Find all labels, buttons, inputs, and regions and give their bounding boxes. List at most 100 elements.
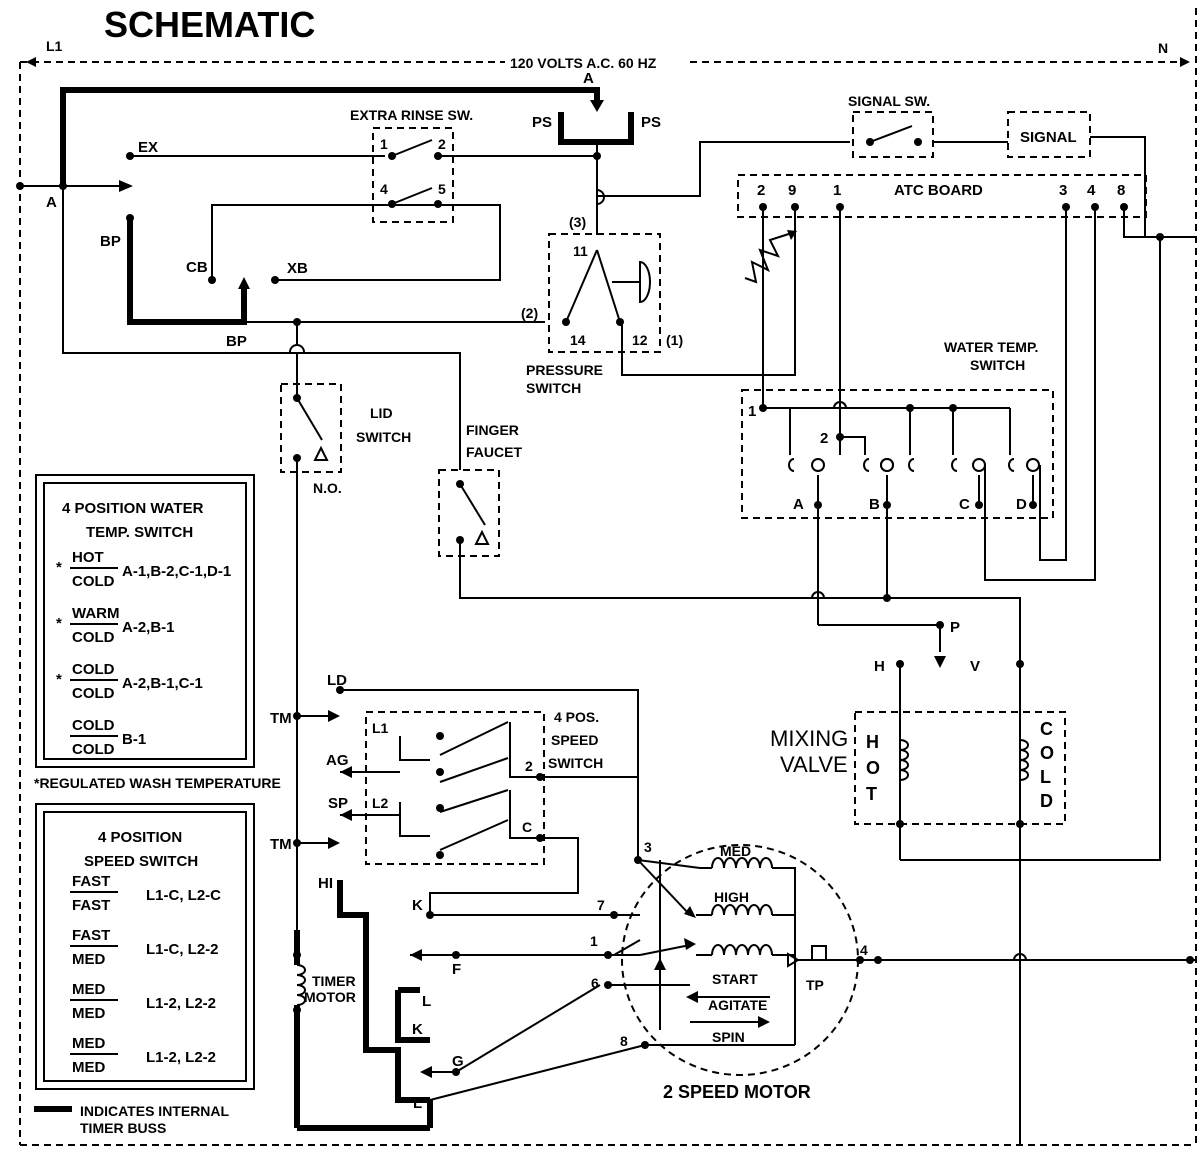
atc-t3: 3 — [1059, 182, 1067, 199]
timer-motor-winding — [296, 964, 306, 1006]
speed-row-top: MED — [72, 1035, 106, 1052]
cold-letter: L — [1040, 767, 1051, 787]
speed-row-top: FAST — [72, 927, 110, 944]
extra-rinse-t5: 5 — [438, 181, 446, 197]
signal-label: SIGNAL — [1020, 129, 1077, 146]
temp-row-bottom: COLD — [72, 629, 115, 646]
speed-table-title-2: SPEED SWITCH — [84, 853, 198, 870]
motor-label: 2 SPEED MOTOR — [663, 1082, 811, 1102]
hi-label: HI — [318, 875, 333, 892]
temp-table-title-2: TEMP. SWITCH — [86, 524, 193, 541]
hot-valve-coil — [899, 739, 909, 781]
a-top-label: A — [583, 70, 594, 87]
temp-table-title-1: 4 POSITION WATER — [62, 500, 204, 517]
motor-windings — [696, 857, 795, 956]
temp-contact-ring — [880, 458, 894, 472]
temp-row-bottom: COLD — [72, 741, 115, 758]
speed-switch-table — [35, 803, 255, 1090]
l-b-label: L — [413, 1095, 422, 1112]
water-temp-t2: 2 — [820, 430, 828, 447]
speed-c: C — [522, 819, 532, 835]
tm2-label: TM — [270, 836, 292, 853]
temp-row-value: A-2,B-1,C-1 — [122, 675, 203, 692]
hot-letter: O — [866, 758, 880, 778]
temp-contact-half — [788, 458, 795, 472]
temp-row-top: HOT — [72, 549, 104, 566]
motor-agitate: AGITATE — [708, 997, 767, 1013]
speed-label-1: 4 POS. — [554, 709, 599, 725]
speed-l1: L1 — [372, 720, 389, 736]
speed-switch — [365, 711, 638, 915]
temp-row-value: B-1 — [122, 731, 146, 748]
temp-row-mark: * — [56, 671, 62, 688]
water-temp-label-2: SWITCH — [970, 357, 1025, 373]
water-temp-a: A — [793, 496, 804, 513]
l1-label: L1 — [46, 38, 63, 54]
extra-rinse-t1: 1 — [380, 136, 388, 152]
pressure-t11: 11 — [573, 243, 588, 259]
speed-row-value: L1-2, L2-2 — [146, 995, 216, 1012]
lid-switch — [280, 322, 342, 473]
temp-table-footnote: *REGULATED WASH TEMPERATURE — [34, 775, 281, 791]
ex-label: EX — [138, 139, 158, 156]
speed-label-3: SWITCH — [548, 755, 603, 771]
pressure-label-2: SWITCH — [526, 380, 581, 396]
temp-switch-table — [35, 474, 255, 768]
pressure-label-1: PRESSURE — [526, 362, 603, 378]
water-temp-d: D — [1016, 496, 1027, 513]
bp-bottom-label: BP — [226, 333, 247, 350]
speed-row-bottom: FAST — [72, 897, 110, 914]
pressure-n2: (2) — [521, 305, 538, 321]
water-temp-t1: 1 — [748, 403, 756, 420]
hot-letters: HOT — [866, 732, 880, 804]
atc-board-label: ATC BOARD — [894, 182, 983, 199]
tm1-label: TM — [270, 710, 292, 727]
temp-contact-ring — [972, 458, 986, 472]
speed-table-title-1: 4 POSITION — [98, 829, 182, 846]
temp-contact-ring — [1026, 458, 1040, 472]
a-left-label: A — [46, 194, 57, 211]
temp-row-bottom: COLD — [72, 685, 115, 702]
k2-label: K — [412, 1021, 423, 1038]
signal-sw-label: SIGNAL SW. — [848, 93, 930, 109]
ag-label: AG — [326, 752, 349, 769]
ex-cb-xb-wiring — [126, 152, 501, 284]
temp-row-top: WARM — [72, 605, 120, 622]
speed-label-2: SPEED — [551, 732, 598, 748]
extra-rinse-switch — [372, 127, 597, 223]
speed-row-value: L1-2, L2-2 — [146, 1049, 216, 1066]
cold-valve-coil — [1019, 739, 1029, 781]
motor-spin: SPIN — [712, 1029, 745, 1045]
temp-row-mark: * — [56, 559, 62, 576]
water-temp-c: C — [959, 496, 970, 513]
temp-row-value: A-2,B-1 — [122, 619, 175, 636]
speed-t2: 2 — [525, 758, 533, 774]
temp-contact-ring — [811, 458, 825, 472]
cold-letter: O — [1040, 743, 1054, 763]
speed-row-bottom: MED — [72, 951, 106, 968]
ps-right-label: PS — [641, 114, 661, 131]
ps-left-label: PS — [532, 114, 552, 131]
high-winding — [711, 904, 773, 916]
lid-label-2: SWITCH — [356, 429, 411, 445]
h-label: H — [874, 658, 885, 675]
pressure-n1: (1) — [666, 332, 683, 348]
temp-contact-half — [1008, 458, 1015, 472]
cold-letter: C — [1040, 719, 1053, 739]
water-temp-switch — [741, 389, 1054, 625]
signal-switch — [852, 111, 1008, 158]
timer-label-1: TIMER — [312, 973, 356, 989]
motor-med: MED — [720, 843, 751, 859]
motor-n6: 6 — [591, 975, 599, 991]
timer-motor — [293, 930, 430, 1131]
pressure-t12: 12 — [632, 332, 648, 348]
motor-tp: TP — [806, 977, 824, 993]
timer-motor-coil — [296, 964, 306, 1006]
finger-label-2: FAUCET — [466, 444, 522, 460]
atc-board — [737, 174, 1196, 581]
water-temp-b: B — [869, 496, 880, 513]
temp-table-rows: *HOTCOLDA-1,B-2,C-1,D-1*WARMCOLDA-2,B-1*… — [56, 549, 231, 758]
speed-row-bottom: MED — [72, 1005, 106, 1022]
